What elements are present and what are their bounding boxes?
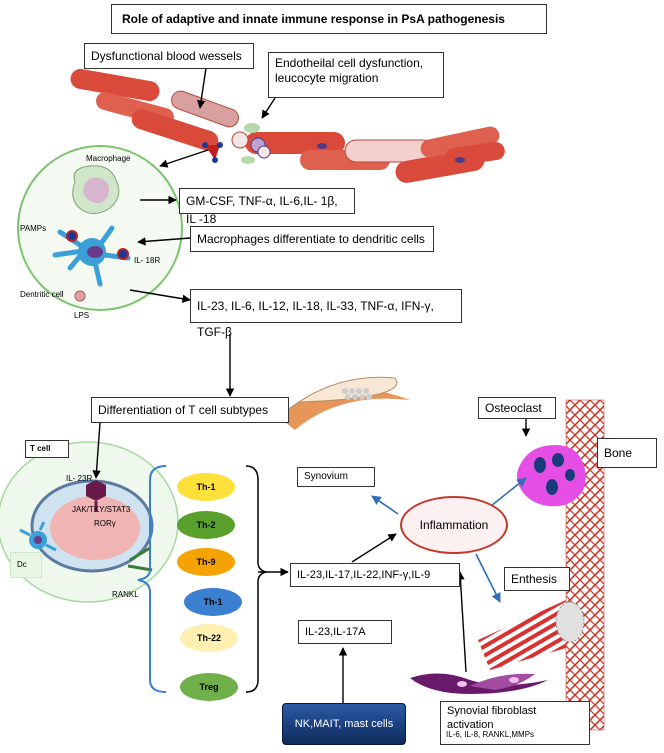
t-cell-circle <box>0 441 179 603</box>
th-cytokines-box: IL-23,IL-17,IL-22,INF-γ,IL-9 <box>290 563 460 587</box>
th-subset-4: Th-1 <box>184 588 242 616</box>
dendritic-cell-label: Dentritic cell <box>20 290 64 299</box>
arrows <box>92 67 531 715</box>
t-cell-diff-box: Differentiation of T cell subtypes <box>91 397 289 423</box>
synovial-fibroblast-image <box>410 673 548 694</box>
inflammation-ellipse: Inflammation <box>400 496 508 554</box>
osteoclast-label: Osteoclast <box>478 397 556 419</box>
dc-cytokines-box: IL-23, IL-6, IL-12, IL-18, IL-33, TNF-α,… <box>190 289 462 339</box>
th-subset-2: Th-2 <box>177 511 235 539</box>
enthesis-label: Enthesis <box>504 567 570 591</box>
il23-il17a-box: IL-23,IL-17A <box>298 620 392 644</box>
macro-to-dc-box: Macrophages differentiate to dendritic c… <box>190 226 434 252</box>
dc-label: Dc <box>10 552 42 578</box>
enthesis-image <box>478 600 585 670</box>
fibroblast-box: Synovial fibroblast activation <box>440 701 590 745</box>
jak-label: JAK/TKY/STAT3 <box>72 505 131 514</box>
ror-label: RORγ <box>94 519 116 528</box>
blood-vessels-label: Dysfunctional blood wessels <box>84 43 254 69</box>
fibroblast-cytokines-label: IL-6, IL-8, RANKL,MMPs <box>446 730 535 739</box>
il23r-label: IL- 23R <box>66 474 93 483</box>
pamps-label: PAMPs <box>20 224 47 233</box>
endothelial-label: Endotheilal cell dysfunction, leucocyte … <box>268 52 444 98</box>
th-subsets-bracket <box>137 465 167 693</box>
th-subset-6: Treg <box>180 673 238 701</box>
osteoclast-image <box>516 445 586 507</box>
blood-vessel-cells <box>70 68 505 183</box>
th-subset-1: Th-1 <box>177 473 235 501</box>
innate-cell-circle <box>17 145 183 311</box>
t-cell-label: T cell <box>25 440 69 458</box>
rankl-label: RANKL <box>112 590 139 599</box>
macrophage-cytokines-box: GM-CSF, TNF-α, IL-6,IL- 1β, IL -18 <box>179 188 355 226</box>
th-subset-5: Th-22 <box>180 624 238 652</box>
page-title: Role of adaptive and innate immune respo… <box>111 4 547 34</box>
th-output-bracket <box>245 465 267 693</box>
synovium-image <box>280 376 410 430</box>
il18r-label: IL- 18R <box>134 256 161 265</box>
th-subset-3: Th-9 <box>177 548 235 576</box>
lps-label: LPS <box>74 311 90 320</box>
nk-cells-box: NK,MAIT, mast cells <box>282 703 406 745</box>
synovium-label: Synovium <box>297 467 375 487</box>
macrophage-label: Macrophage <box>86 154 131 163</box>
bone-label: Bone <box>597 438 657 468</box>
